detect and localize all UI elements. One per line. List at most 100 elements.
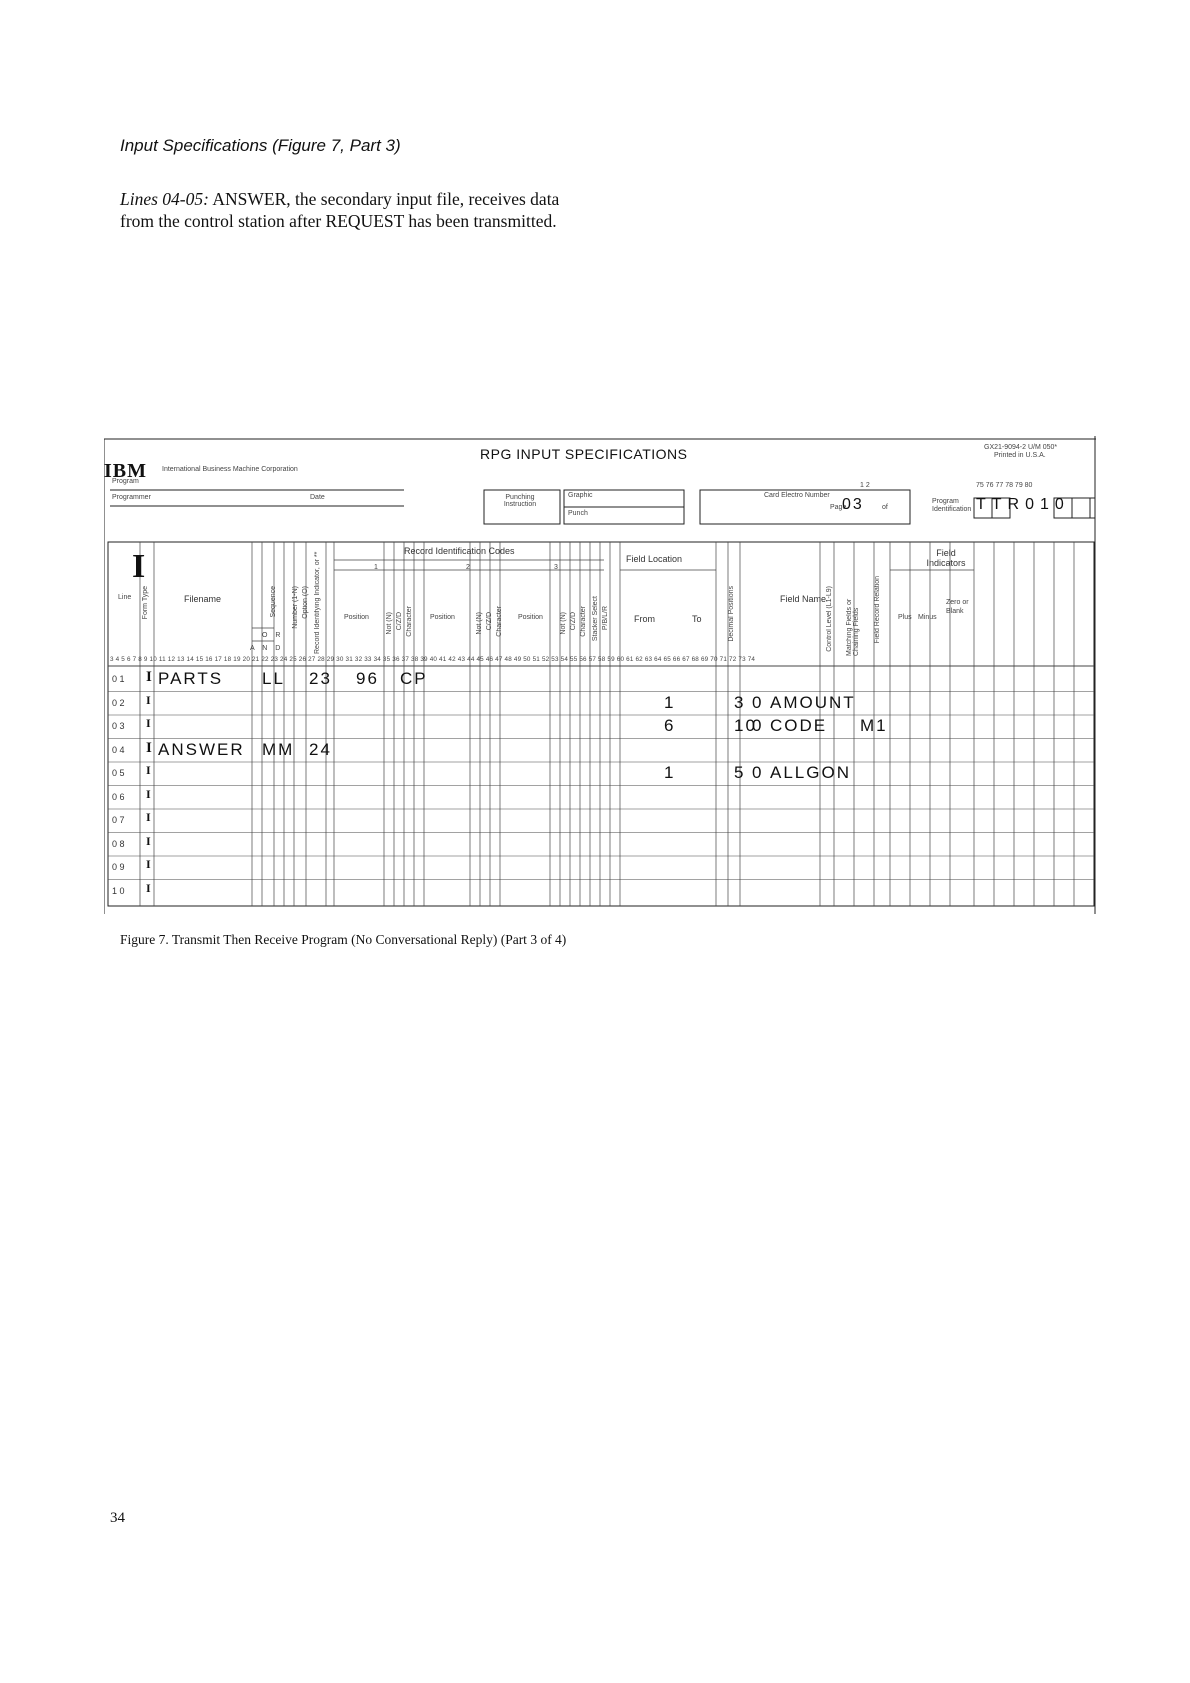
- row-field-name: ALLGON: [770, 763, 851, 782]
- identification-columns: 75 76 77 78 79 80: [976, 482, 1033, 489]
- row-form-type: I: [146, 833, 153, 848]
- form-row: 0 8 I: [104, 833, 1096, 857]
- header-or: O R: [262, 632, 284, 639]
- punch-label: Punch: [568, 510, 588, 517]
- row-decimal: 0: [752, 692, 764, 712]
- body-paragraph: Lines 04-05: ANSWER, the secondary input…: [120, 188, 590, 232]
- programmer-label: Programmer: [112, 494, 151, 501]
- row-form-type: I: [146, 786, 153, 801]
- row-form-type: I: [146, 763, 153, 777]
- header-field-indicators: Field Indicators: [926, 548, 966, 568]
- row-line-number: 0 9: [112, 862, 125, 872]
- row-matching-fields: M1: [860, 716, 888, 735]
- header-character-2: Character: [496, 606, 503, 637]
- row-from: 1: [664, 763, 676, 782]
- row-sequence: LL: [262, 669, 285, 688]
- header-group-2: 2: [466, 564, 470, 571]
- paragraph-lead: Lines 04-05:: [120, 189, 209, 209]
- of-label: of: [882, 504, 888, 511]
- rpg-input-specifications-form: IBM International Business Machine Corpo…: [104, 436, 1096, 914]
- row-from: 6: [664, 716, 676, 735]
- column-numbers: 3 4 5 6 7 8 9 10 11 12 13 14 15 16 17 18…: [110, 656, 756, 663]
- ibm-logo: IBM: [104, 460, 147, 482]
- form-row: 0 6 I: [104, 786, 1096, 810]
- row-to: 3: [734, 692, 746, 712]
- row-form-type: I: [146, 739, 154, 756]
- row-decimal: 0: [752, 716, 764, 735]
- header-filename: Filename: [184, 594, 222, 604]
- card-electro-number-label: Card Electro Number: [764, 492, 830, 499]
- row-form-type: I: [146, 692, 153, 707]
- header-not-3: Not (N): [560, 612, 567, 635]
- header-position-3: Position: [518, 614, 543, 621]
- header-line: Line: [118, 594, 132, 601]
- header-stacker-select: Stacker Select: [592, 596, 599, 642]
- form-row: 0 7 I: [104, 809, 1096, 833]
- header-plus: Plus: [898, 614, 912, 621]
- form-type-letter: I: [132, 548, 146, 585]
- header-form-type: Form Type: [142, 586, 149, 620]
- form-title: RPG INPUT SPECIFICATIONS: [480, 446, 688, 462]
- form-grid: [104, 436, 1096, 914]
- form-row: 1 0 I: [104, 880, 1096, 904]
- header-minus: Minus: [918, 614, 937, 621]
- header-option: Option (O): [302, 586, 309, 619]
- row-line-number: 0 8: [112, 838, 125, 849]
- row-form-type: I: [146, 669, 154, 685]
- paragraph-text: ANSWER, the secondary input file, receiv…: [120, 189, 560, 231]
- row-record-indicator: 23: [309, 669, 332, 688]
- row-record-indicator: 24: [309, 739, 332, 759]
- corporation-line: International Business Machine Corporati…: [162, 466, 298, 473]
- row-filename: PARTS: [158, 669, 224, 688]
- program-label: Program: [112, 478, 139, 485]
- header-from: From: [634, 614, 655, 624]
- header-record-identifying-indicator: Record Identifying Indicator, or **: [314, 551, 321, 654]
- header-and: A N D: [250, 645, 284, 652]
- punching-instruction-label: Punching Instruction: [503, 494, 537, 508]
- row-line-number: 0 4: [112, 744, 125, 755]
- header-group-1: 1: [374, 564, 378, 571]
- row-line-number: 1 0: [112, 885, 125, 896]
- row-to: 5: [734, 763, 746, 782]
- form-row: 0 9 I: [104, 856, 1096, 880]
- header-matching-fields: Matching Fields or Chaining Fields: [846, 598, 860, 656]
- row-line-number: 0 5: [112, 768, 125, 778]
- row-form-type: I: [146, 880, 153, 895]
- row-filename: ANSWER: [158, 739, 245, 759]
- header-number: Number (1-N): [292, 586, 299, 629]
- header-character-1: Character: [406, 606, 413, 637]
- row-field-name: CODE: [770, 716, 828, 735]
- row-field-name: AMOUNT: [770, 692, 856, 712]
- header-not-1: Not (N): [386, 612, 393, 635]
- figure-caption: Figure 7. Transmit Then Receive Program …: [120, 932, 567, 947]
- header-field-name: Field Name: [780, 594, 827, 604]
- program-identification-label: Program Identification: [932, 498, 972, 513]
- row-form-type: I: [146, 810, 153, 824]
- header-position-2: Position: [430, 614, 455, 621]
- printed-in: Printed in U.S.A.: [994, 452, 1046, 459]
- page-label: Page: [830, 504, 847, 511]
- row-line-number: 0 7: [112, 815, 125, 825]
- graphic-label: Graphic: [568, 492, 593, 499]
- header-field-location: Field Location: [626, 554, 683, 564]
- program-identification-value: TTR010: [976, 496, 1070, 513]
- header-group-3: 3: [554, 564, 558, 571]
- page-value: 03: [842, 496, 864, 513]
- form-number: GX21-9094-2 U/M 050*: [984, 444, 1058, 451]
- header-position-1: Position: [344, 614, 369, 621]
- header-to: To: [692, 614, 702, 624]
- row-record-codes: CP: [400, 669, 428, 688]
- row-from: 1: [664, 692, 676, 712]
- row-decimal: 0: [752, 763, 764, 782]
- row-form-type: I: [146, 716, 153, 730]
- header-czd-2: C/Z/D: [486, 612, 493, 631]
- row-line-number: 0 1: [112, 674, 125, 684]
- row-form-type: I: [146, 857, 153, 871]
- page-columns: 1 2: [860, 482, 870, 489]
- row-line-number: 0 6: [112, 791, 125, 802]
- header-decimal-positions: Decimal Positions: [728, 586, 735, 642]
